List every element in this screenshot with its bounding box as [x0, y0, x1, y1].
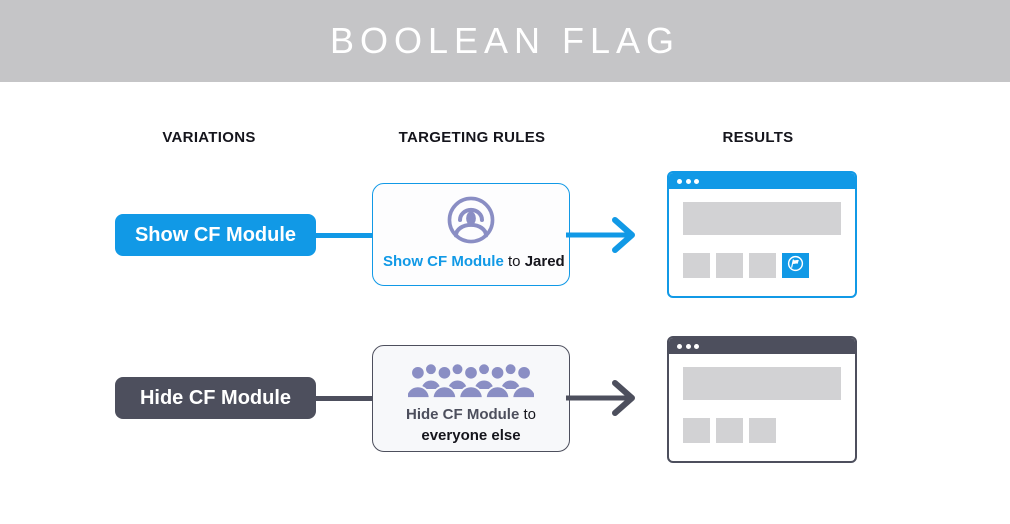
variation-pill-hide-label: Hide CF Module [139, 386, 292, 409]
traffic-light-dot [685, 343, 691, 349]
column-header-variations: VARIATIONS [162, 129, 256, 146]
content-placeholder-tiles [683, 418, 841, 443]
variation-pill-hide: Hide CF Module [115, 377, 316, 419]
browser-titlebar [669, 173, 855, 189]
traffic-light-dot [694, 343, 699, 349]
rule-target: everyone else [421, 427, 521, 444]
content-placeholder-tile [749, 418, 776, 443]
column-header-results: RESULTS [722, 129, 794, 146]
banner: BOOLEAN FLAG [0, 0, 1010, 82]
page-title: BOOLEAN FLAG [329, 20, 681, 61]
browser-window-show [667, 171, 857, 298]
content-placeholder-tile [683, 418, 710, 443]
content-placeholder-hero [683, 202, 841, 235]
targeting-rule-card-show: Show CF Module to Jared [372, 183, 570, 286]
rule-connector: to [508, 253, 521, 270]
content-placeholder-hero [683, 367, 841, 400]
content-placeholder-tile [683, 253, 710, 278]
connector-line-hide [312, 396, 374, 401]
column-header-targeting-rules: TARGETING RULES [398, 129, 546, 146]
rule-target: Jared [524, 253, 565, 270]
variation-pill-show-label: Show CF Module [134, 223, 297, 246]
crowd-icon [405, 361, 537, 399]
browser-titlebar [669, 338, 855, 354]
cf-module-tile [782, 253, 809, 278]
rule-text-show: Show CF Module to Jared [383, 251, 565, 272]
content-placeholder-tile [716, 418, 743, 443]
content-placeholder-tile [716, 253, 743, 278]
traffic-light-dot [677, 343, 682, 349]
rule-connector: to [523, 406, 536, 423]
traffic-light-dot [694, 178, 699, 184]
rule-variation-name: Show CF Module [383, 253, 504, 270]
arrow-right-icon [566, 375, 650, 421]
user-circle-icon [445, 194, 497, 246]
arrow-right-icon [566, 212, 650, 258]
connector-line-show [312, 233, 374, 238]
content-placeholder-tiles [683, 253, 841, 278]
traffic-light-dot [685, 178, 691, 184]
targeting-rule-card-hide: Hide CF Module to everyone else [372, 345, 570, 452]
flag-icon [786, 254, 805, 278]
traffic-light-dot [677, 178, 682, 184]
rule-text-hide: Hide CF Module to everyone else [383, 404, 559, 446]
variation-pill-show: Show CF Module [115, 214, 316, 256]
browser-window-hide [667, 336, 857, 463]
content-placeholder-tile [749, 253, 776, 278]
rule-variation-name: Hide CF Module [405, 406, 520, 423]
